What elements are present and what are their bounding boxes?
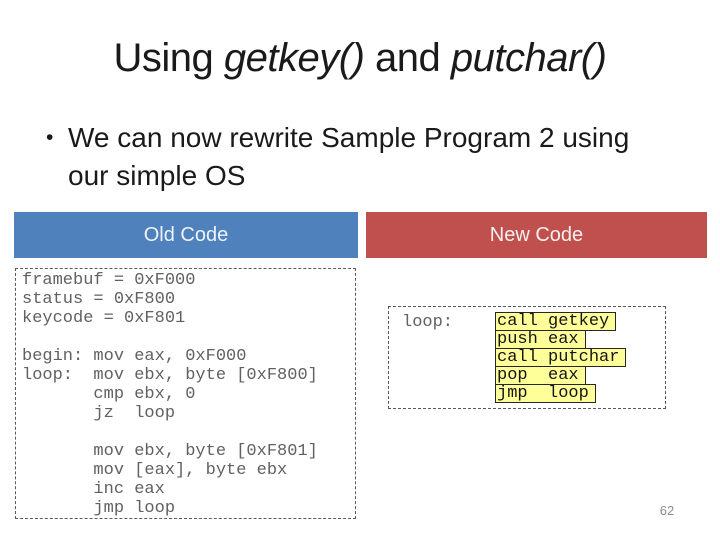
title-segment: and [364, 36, 451, 80]
page-number: 62 [659, 503, 675, 518]
title-italic-segment: getkey() [223, 36, 365, 80]
highlighted-instruction: jmp loop [495, 384, 596, 403]
slide-title: Using getkey() and putchar() [0, 36, 720, 81]
highlighted-instruction: call getkey [495, 312, 617, 331]
bullet-text: We can now rewrite Sample Program 2 usin… [68, 122, 630, 191]
highlighted-instructions: call getkey push eax call putchar pop ea… [495, 312, 627, 403]
new-code-block: loop: call getkey push eax call putchar … [388, 306, 666, 409]
title-segment: Using [113, 36, 224, 80]
old-code-header-label: Old Code [143, 223, 229, 246]
new-code-header: New Code [366, 212, 707, 258]
highlighted-instruction: pop eax [495, 366, 586, 385]
highlighted-instruction: call putchar [495, 348, 627, 367]
old-code-block: framebuf = 0xF000 status = 0xF800 keycod… [15, 268, 356, 519]
loop-label: loop: [402, 313, 454, 332]
bullet-item: • We can now rewrite Sample Program 2 us… [46, 119, 676, 195]
title-italic-segment: putchar() [450, 36, 607, 80]
old-code-header: Old Code [14, 212, 358, 258]
bullet-marker: • [46, 126, 54, 149]
highlighted-instruction: push eax [495, 330, 586, 349]
new-code-header-label: New Code [489, 223, 584, 246]
